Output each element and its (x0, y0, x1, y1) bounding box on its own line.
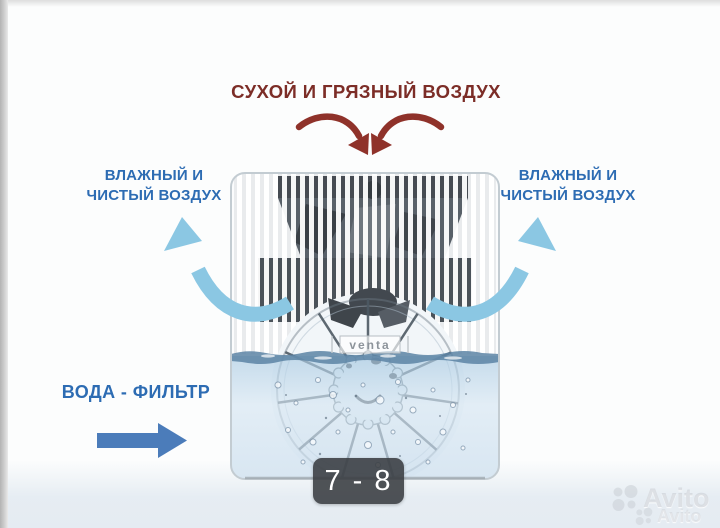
humid-clean-air-label-left: ВЛАЖНЫЙ И ЧИСТЫЙ ВОЗДУХ (86, 167, 222, 204)
avito-logo-icon-small (635, 507, 653, 525)
air-washer-device: venta (230, 172, 500, 480)
dry-dirty-air-label: СУХОЙ И ГРЯЗНЫЙ ВОЗДУХ (231, 81, 501, 102)
avito-watermark: Avito (610, 483, 710, 514)
clean-air-arrow-right-icon (426, 217, 556, 322)
water-specks (285, 393, 467, 457)
brand-logo: venta (331, 335, 409, 354)
humid-clean-air-label-right: ВЛАЖНЫЙ И ЧИСТЫЙ ВОЗДУХ (500, 167, 636, 204)
avito-logo-icon (612, 484, 638, 511)
water-bubbles (274, 377, 471, 468)
water-filter-arrow-icon (97, 423, 187, 458)
image-counter-badge: 7 - 8 (313, 458, 404, 504)
viewer-top-edge (8, 0, 720, 7)
waterline-sparkles (261, 354, 462, 360)
waterline (231, 351, 499, 364)
clean-air-arrow-left-icon (164, 217, 294, 322)
fan-blade-tips (328, 288, 410, 328)
viewer-left-edge (0, 0, 8, 528)
water-filter-label: ВОДА - ФИЛЬТР (61, 382, 211, 402)
avito-watermark-secondary: Avito (634, 506, 701, 527)
dirty-air-arrows-icon (295, 113, 445, 155)
brand-logo-text: venta (349, 338, 390, 352)
